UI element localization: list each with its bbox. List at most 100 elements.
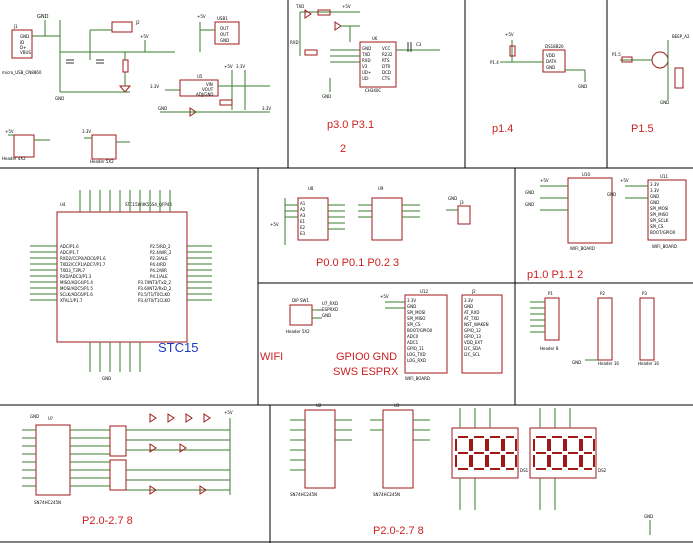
svg-text:GND: GND xyxy=(220,38,229,43)
svg-text:DTR: DTR xyxy=(382,64,391,69)
power-section: J1 GND ID D+ VBUS GND GND micro_USB_CN88… xyxy=(2,14,271,164)
svg-text:VDD_EXT: VDD_EXT xyxy=(464,340,483,345)
anno-p3: p3.0 P3.1 xyxy=(327,119,374,131)
svg-text:GND: GND xyxy=(20,34,29,39)
headers-section: P1 Header 8 P2 Header 16 P3 Header 16 GN… xyxy=(530,291,659,366)
svg-text:micro_USB_CN8860: micro_USB_CN8860 xyxy=(2,70,42,75)
svg-text:GND: GND xyxy=(650,200,659,205)
svg-text:DCD: DCD xyxy=(382,70,391,75)
svg-text:GND: GND xyxy=(464,304,473,309)
svg-text:GPIO_13: GPIO_13 xyxy=(464,334,481,339)
svg-text:DIP SW1: DIP SW1 xyxy=(292,298,309,303)
svg-text:GND: GND xyxy=(448,196,457,201)
svg-text:3.3V: 3.3V xyxy=(236,64,245,69)
anno-gpio0: GPIO0 GND xyxy=(336,351,397,363)
svg-text:SPI_MOSI: SPI_MOSI xyxy=(650,206,668,211)
ds2-label: DS2 xyxy=(598,468,607,473)
anno-p2-left: P2.0-2.7 8 xyxy=(82,515,133,527)
svg-text:GND: GND xyxy=(322,313,331,318)
header-5x2-label: Header 5X2 xyxy=(90,159,114,164)
mcu-section: U4 STC15W4K56S4_QFP44 ADC/P1.6 ADC/P1.7 … xyxy=(30,190,212,381)
svg-text:SPI_CS: SPI_CS xyxy=(650,224,664,229)
svg-text:VCC: VCC xyxy=(382,46,391,51)
svg-text:+5V: +5V xyxy=(540,178,549,183)
ch340-label: CH340C xyxy=(365,88,381,93)
svg-text:Header 5X2: Header 5X2 xyxy=(286,329,310,334)
esp-board-label: WIFI_BOARD xyxy=(405,376,430,381)
esp-top-section: U10 WIFI_BOARD U11 3.3V 3.3V GND GND SPI… xyxy=(525,172,687,281)
svg-text:J1: J1 xyxy=(13,24,18,29)
svg-text:GND: GND xyxy=(660,100,669,105)
svg-text:SPI_MISO: SPI_MISO xyxy=(407,316,425,321)
anno-p15: P1.5 xyxy=(631,123,654,135)
svg-text:ID: ID xyxy=(20,40,24,45)
svg-text:WIFI_BOARD: WIFI_BOARD xyxy=(652,244,677,249)
svg-text:GND: GND xyxy=(322,94,331,99)
svg-text:MOSI/ADC5/P1.5: MOSI/ADC5/P1.5 xyxy=(60,286,93,291)
svg-text:+5V: +5V xyxy=(620,178,629,183)
svg-text:GND: GND xyxy=(30,414,39,419)
anno-2: 2 xyxy=(340,143,346,155)
svg-text:GND: GND xyxy=(650,194,659,199)
svg-text:NST_WAKEN: NST_WAKEN xyxy=(464,322,489,327)
svg-text:SCLK/ADC6/P1.6: SCLK/ADC6/P1.6 xyxy=(60,292,93,297)
svg-text:GND: GND xyxy=(607,192,616,197)
svg-text:GND: GND xyxy=(407,304,416,309)
svg-text:VOUT: VOUT xyxy=(202,87,214,92)
svg-text:U3: U3 xyxy=(394,403,400,408)
svg-text:J2: J2 xyxy=(471,289,476,294)
svg-text:GPIO_12: GPIO_12 xyxy=(464,328,481,333)
svg-text:+5V: +5V xyxy=(140,34,149,39)
svg-text:Header 16: Header 16 xyxy=(598,361,619,366)
svg-text:3.3V: 3.3V xyxy=(650,182,659,187)
mcu-body xyxy=(56,211,188,343)
svg-text:+5V: +5V xyxy=(224,410,233,415)
svg-text:+5V: +5V xyxy=(197,14,206,19)
svg-text:+5V: +5V xyxy=(224,64,233,69)
svg-text:P3: P3 xyxy=(642,291,647,296)
svg-text:3.3V: 3.3V xyxy=(262,106,271,111)
buzzer-section: BEEP_A2 P1.5 GND P1.5 xyxy=(612,34,690,135)
svg-text:GND: GND xyxy=(546,65,555,70)
svg-text:MISO/ADC4/P1.4: MISO/ADC4/P1.4 xyxy=(60,280,93,285)
u10-label: U10 xyxy=(582,172,590,177)
seg-section: U2 SN74HC245N U3 SN74HC245N DS1 DS2 xyxy=(290,403,653,537)
svg-text:U7_RXD: U7_RXD xyxy=(322,301,338,306)
svg-text:DATA: DATA xyxy=(546,59,557,64)
svg-text:OUT: OUT xyxy=(220,32,229,37)
svg-text:P2.5/RD_2: P2.5/RD_2 xyxy=(150,244,171,249)
ds18b20-label: DS18B20 xyxy=(545,44,564,49)
svg-text:OUT: OUT xyxy=(220,26,229,31)
logic-section: U8 A1 A2 A3 E1 E2 E3 +5V U9 J3 GND P0.0 … xyxy=(270,186,471,269)
svg-text:A2: A2 xyxy=(300,207,306,212)
svg-text:GND: GND xyxy=(644,514,653,519)
svg-text:U2: U2 xyxy=(316,403,322,408)
svg-text:A1: A1 xyxy=(300,201,306,206)
svg-text:SPI_CS: SPI_CS xyxy=(407,322,421,327)
mcu-part: STC15W4K56S4_QFP44 xyxy=(125,202,172,207)
svg-text:P2: P2 xyxy=(600,291,605,296)
svg-text:3.3V: 3.3V xyxy=(464,298,473,303)
svg-text:C3: C3 xyxy=(416,42,422,47)
u12-label: U12 xyxy=(420,289,428,294)
svg-text:USB1: USB1 xyxy=(217,16,228,21)
svg-text:E1: E1 xyxy=(300,219,306,224)
svg-text:J2: J2 xyxy=(135,20,140,25)
header-4x2-label: Header 4X2 xyxy=(2,156,26,161)
svg-text:ADC1: ADC1 xyxy=(407,340,419,345)
wifi-section: DIP SW1 U7_RXD ESPRXD GND Header 5X2 U12… xyxy=(260,289,503,381)
u4-label: U4 xyxy=(60,202,66,207)
svg-text:GND: GND xyxy=(158,106,167,111)
svg-text:AT_RXD: AT_RXD xyxy=(464,310,479,315)
u5-label: U5 xyxy=(197,74,203,79)
svg-text:GND: GND xyxy=(525,190,534,195)
svg-text:UD+: UD+ xyxy=(362,70,371,75)
svg-text:D+: D+ xyxy=(20,45,26,50)
svg-text:GND: GND xyxy=(572,360,581,365)
svg-text:VBUS: VBUS xyxy=(20,50,31,55)
svg-text:I2C_SDA: I2C_SDA xyxy=(464,346,481,351)
svg-text:BOOT/GPIO0: BOOT/GPIO0 xyxy=(650,230,676,235)
svg-text:P2.4/WR_2: P2.4/WR_2 xyxy=(150,250,172,255)
gnd-label-2: GND xyxy=(55,96,64,101)
